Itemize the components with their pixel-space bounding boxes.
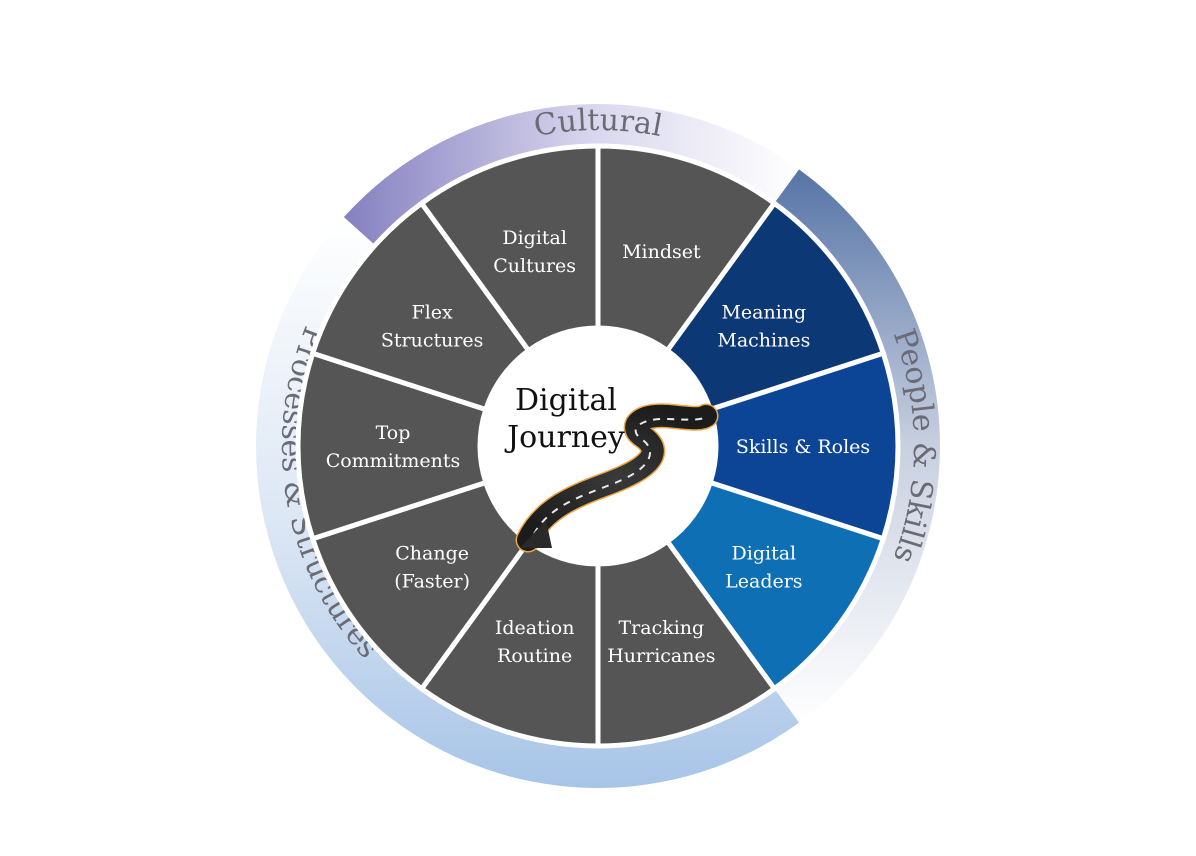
center-title-line1: Digital (515, 383, 617, 418)
segment-shape (418, 537, 601, 749)
segment-skills-roles: Skills & Roles (707, 350, 901, 542)
cultural-ring-label: Cultural (531, 103, 665, 144)
segment-change-faster: Change(Faster) (309, 479, 533, 693)
center-hub: Digital Journey (483, 331, 719, 561)
segment-shape (309, 199, 533, 413)
processes-structures-ring (256, 217, 800, 788)
segment-shape (595, 143, 778, 355)
segment-shape (309, 479, 533, 693)
cultural-ring (343, 104, 800, 246)
center-title-line2: Journey (504, 420, 625, 455)
road-icon (515, 403, 719, 553)
segment-label: Skills & Roles (736, 436, 870, 458)
segment-shape (707, 350, 901, 542)
segment-label: Mindset (622, 241, 701, 263)
segment-shape (663, 479, 887, 693)
segment-shape (595, 537, 778, 749)
segment-label: Change(Faster) (394, 542, 470, 592)
segment-mindset: Mindset (595, 143, 778, 355)
segment-shape (418, 143, 601, 355)
center-circle (483, 331, 713, 561)
segment-shape (295, 350, 489, 542)
segment-shape (663, 199, 887, 413)
people-skills-ring (774, 169, 940, 723)
